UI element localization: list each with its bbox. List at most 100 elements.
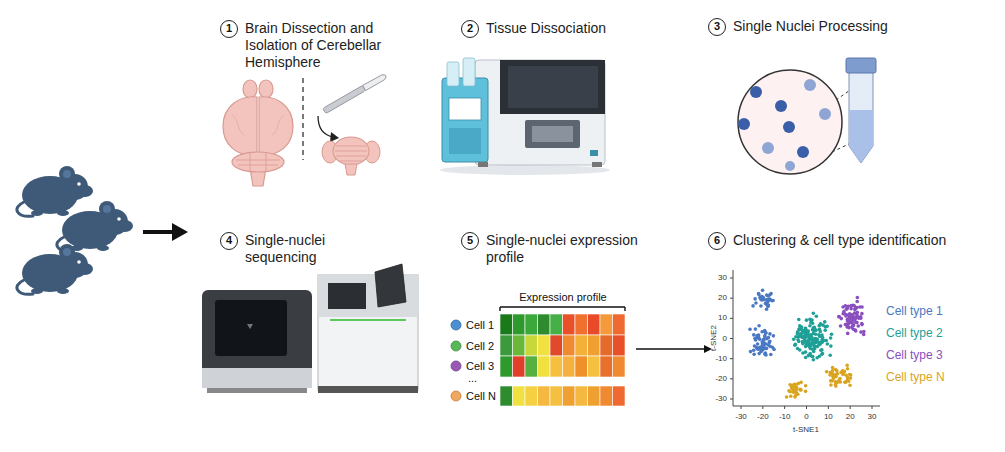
sequencer-machine [318, 386, 418, 393]
scatter-point [797, 318, 801, 322]
scatter-point [848, 383, 852, 387]
heatmap-grid [513, 386, 526, 406]
scatter-point [794, 383, 798, 387]
scatter-point [828, 353, 832, 357]
axis-tick [806, 406, 807, 409]
scatter-point [855, 311, 859, 315]
tick-label: -10 [779, 413, 791, 422]
sequencer-machine [207, 388, 307, 393]
scatter-point [754, 327, 758, 331]
scatter-point [804, 350, 808, 354]
scatter-point [809, 333, 813, 337]
heatmap-grid [538, 335, 551, 356]
scatter-point [762, 343, 766, 347]
scatter-point [814, 340, 818, 344]
curved-arrow [330, 132, 339, 142]
axis-tick [872, 406, 873, 409]
scatter-point [794, 343, 798, 347]
step-number: 2 [461, 20, 479, 38]
heatmap-grid [550, 335, 563, 356]
scatter-point [854, 320, 858, 324]
brain-illustration [223, 80, 293, 186]
scatter-point [804, 327, 808, 331]
step-number: 5 [461, 232, 479, 250]
scalpel-icon [363, 73, 388, 91]
scatter-point [766, 305, 770, 309]
heatmap-grid [613, 335, 626, 356]
step-heading: 3Single Nuclei Processing [708, 18, 888, 36]
scatter-point [816, 337, 820, 341]
scatter-point [793, 343, 797, 347]
cell-label: Cell 1 [466, 319, 494, 331]
dissociator-machine [475, 60, 605, 165]
axis-tick [730, 358, 733, 359]
legend-text: Cell type 2 [886, 326, 943, 340]
step-title: Brain Dissection and Isolation of Cerebe… [245, 20, 410, 71]
step-heading: 1 Brain Dissection and Isolation of Cereb… [220, 20, 410, 71]
scatter-point [808, 324, 812, 328]
nuclei-illustration [797, 146, 809, 158]
tick-label: -30 [715, 395, 727, 404]
heatmap-grid [500, 386, 513, 406]
step-heading: 5Single-nuclei expression profile [461, 232, 661, 266]
heatmap-grid [588, 335, 601, 356]
scatter-point [753, 297, 757, 301]
scatter-point [844, 380, 848, 384]
scatter-point [841, 305, 845, 309]
legend-entry: Cell type 2 [886, 327, 943, 340]
heatmap-grid [538, 356, 551, 377]
sequencer-machine [202, 264, 418, 393]
sequencer-machine [328, 283, 366, 309]
scatter-point [851, 324, 855, 328]
scalpel-icon [323, 85, 366, 113]
scatter-point [799, 388, 803, 392]
scatter-point [860, 323, 864, 327]
heatmap-header: Expression profile [519, 291, 606, 303]
step-number: 1 [220, 20, 238, 38]
brain-illustration [259, 97, 293, 156]
scatter-point [816, 345, 820, 349]
axis-tick [730, 318, 733, 319]
scatter-point [851, 303, 855, 307]
cerebellum-illustration [333, 137, 369, 165]
heatmap-bracket [499, 307, 500, 311]
cell-label: Cell 3 [466, 360, 494, 372]
scatter-point [815, 315, 819, 319]
nuclei-illustration [819, 108, 831, 120]
scatter-point [767, 341, 771, 345]
step-title: Single Nuclei Processing [733, 18, 888, 35]
axis-tick [730, 378, 733, 379]
curved-arrow [318, 116, 339, 142]
scatter-point [792, 337, 796, 341]
dissociator-machine [463, 58, 475, 86]
dissociator-machine [440, 165, 610, 175]
scatter-point [820, 338, 824, 342]
sequencer-machine [247, 324, 253, 329]
cerebellum-illustration [345, 164, 357, 175]
tick-label: -20 [757, 413, 769, 422]
heatmap-grid [513, 314, 526, 335]
scatter-point [800, 334, 804, 338]
cell-label: Cell N [466, 390, 496, 402]
scatter-point [843, 369, 847, 373]
flow-arrow [636, 345, 712, 353]
scatter-point [753, 337, 757, 341]
scatter-point [798, 348, 802, 352]
scatter-point [810, 338, 814, 342]
scatter-point [765, 347, 769, 351]
tick-label: 10 [824, 413, 833, 422]
scatter-point [785, 395, 789, 399]
scatter-point [814, 333, 818, 337]
axis-tick [730, 298, 733, 299]
flow-arrow [636, 348, 705, 349]
legend-entry: Cell type 3 [886, 349, 943, 362]
heatmap-grid [600, 314, 613, 335]
axis-title: t-SNE1 [793, 426, 819, 435]
scatter-point [848, 321, 852, 325]
scatter-point [837, 315, 841, 319]
dissociator-machine [532, 126, 573, 142]
scatter-point [760, 295, 764, 299]
scatter-point [801, 341, 805, 345]
step-heading: 4Single-nuclei sequencing [220, 232, 355, 266]
